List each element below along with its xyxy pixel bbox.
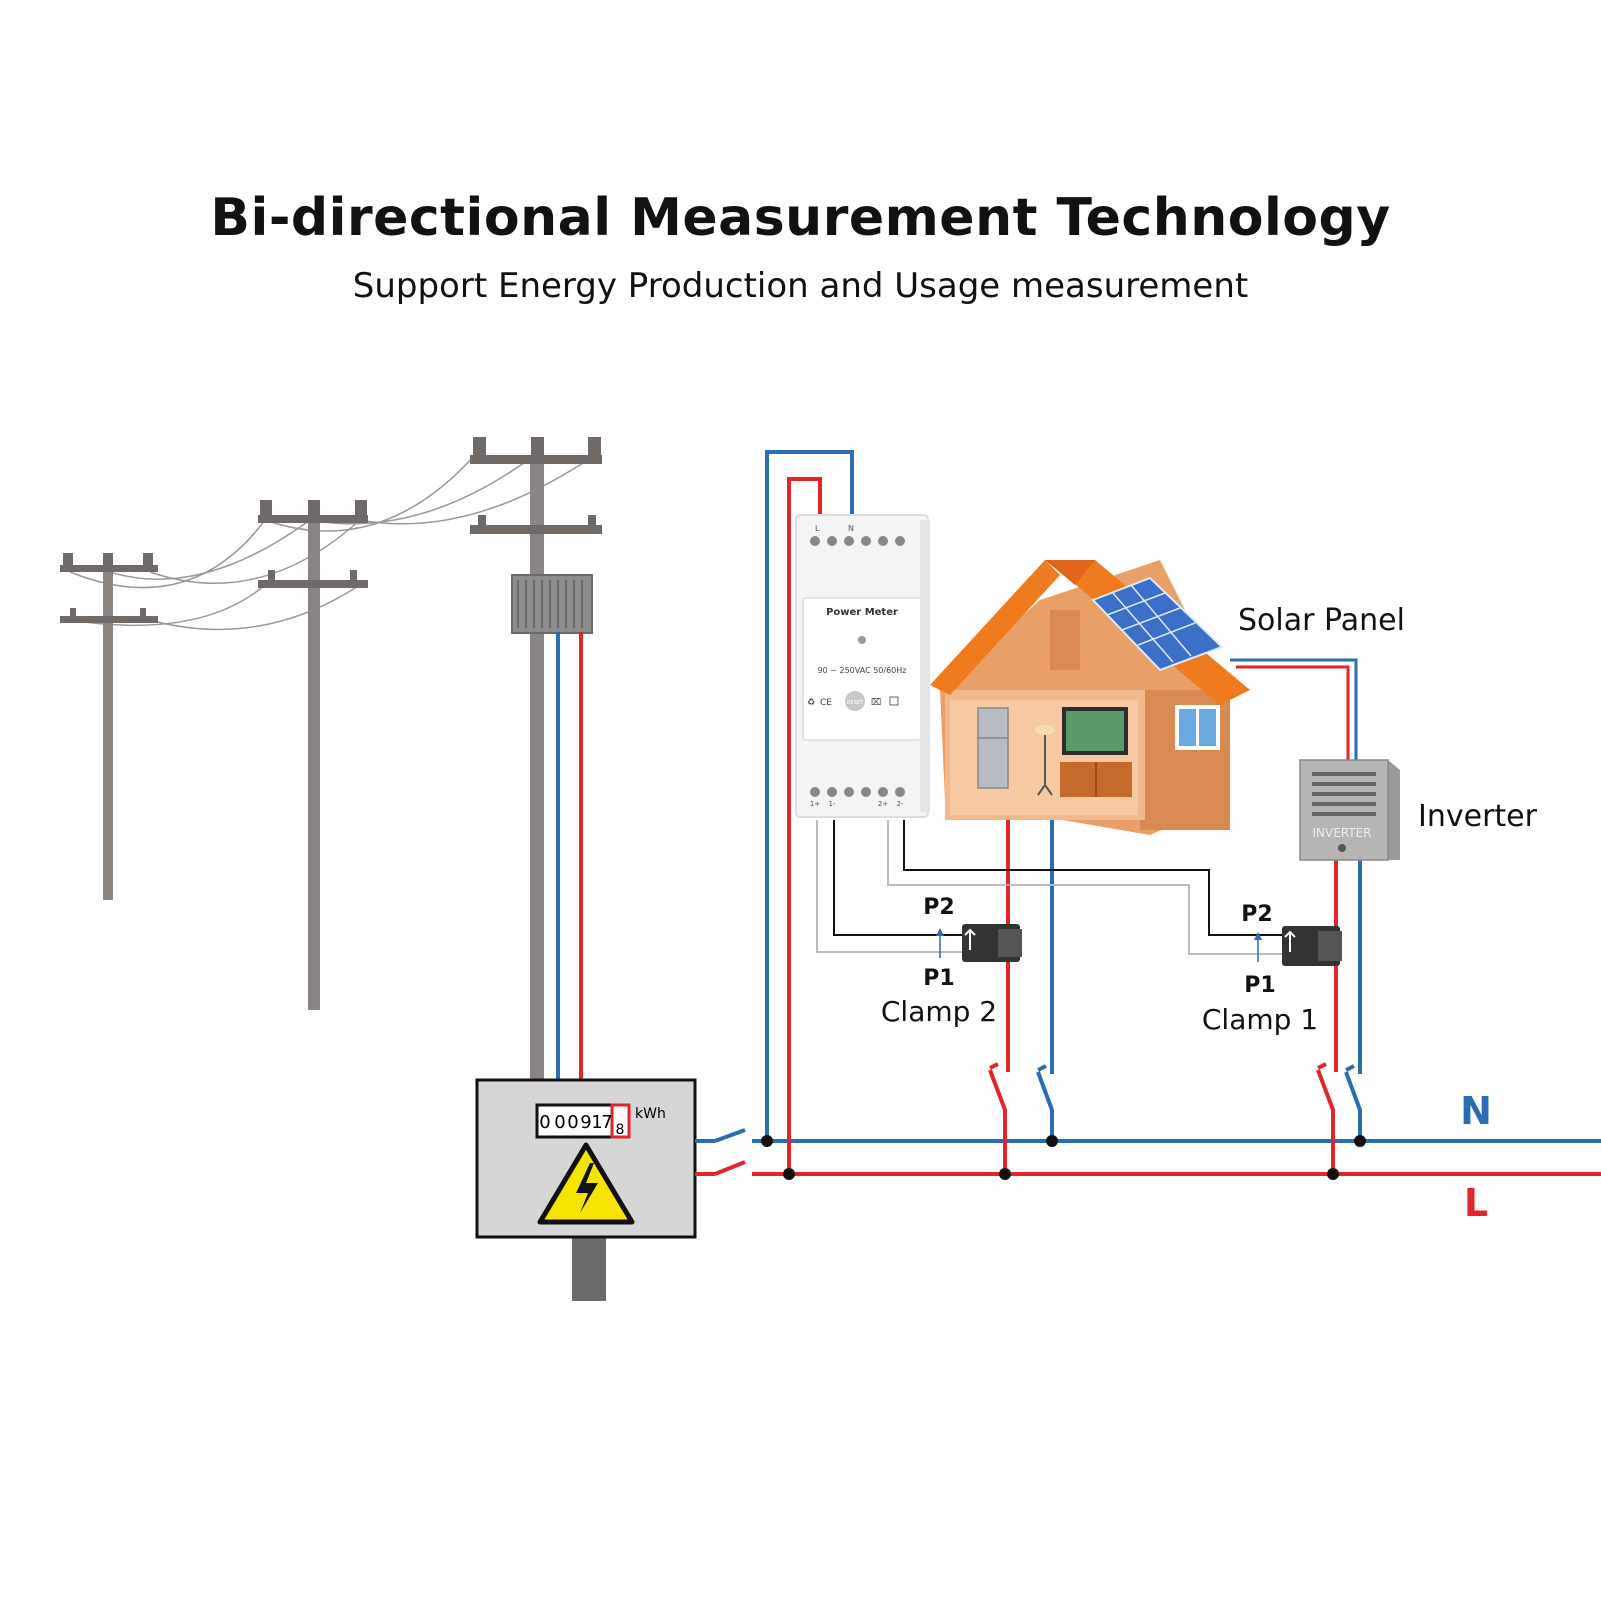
meter-device-rating: 90 ~ 250VAC 50/60Hz bbox=[818, 666, 907, 675]
utility-poles bbox=[60, 437, 602, 1080]
inverter-icon: INVERTER bbox=[1299, 759, 1400, 861]
weee-bin-icon: ⌧ bbox=[871, 698, 881, 708]
meter-digit-4: 9 bbox=[580, 1112, 591, 1133]
house-icon bbox=[930, 560, 1250, 835]
terminal-1minus-label: 1- bbox=[829, 800, 836, 808]
reset-button[interactable] bbox=[845, 691, 865, 711]
meter-digit-1: 0 bbox=[539, 1112, 550, 1133]
status-led-icon bbox=[858, 636, 866, 644]
meter-device-label: Power Meter bbox=[826, 607, 898, 618]
pole-medium bbox=[258, 500, 368, 1010]
terminal-n-label: N bbox=[848, 524, 854, 533]
transformer-icon bbox=[511, 574, 593, 634]
neutral-label: N bbox=[1460, 1089, 1492, 1133]
terminal-l-label: L bbox=[815, 524, 820, 533]
terminal-2minus-label: 2- bbox=[897, 800, 904, 808]
tv-icon bbox=[1060, 707, 1132, 797]
meter-digit-5: 1 bbox=[591, 1112, 602, 1133]
meter-digit-3: 0 bbox=[567, 1112, 578, 1133]
clamp-1-icon bbox=[1254, 926, 1342, 966]
clamp1-label: Clamp 1 bbox=[1202, 1003, 1318, 1036]
clamp1-p2-label: P2 bbox=[1241, 902, 1272, 927]
meter-digit-2: 0 bbox=[554, 1112, 565, 1133]
pole-small bbox=[60, 553, 158, 900]
clamp-2-icon bbox=[936, 924, 1022, 962]
meter-digit-last: 8 bbox=[616, 1122, 625, 1138]
meter-unit: kWh bbox=[635, 1106, 666, 1122]
solar-panel-label: Solar Panel bbox=[1238, 603, 1405, 638]
clamp2-p1-label: P1 bbox=[923, 966, 954, 991]
clamp2-label: Clamp 2 bbox=[881, 995, 997, 1028]
top-terminal-screws bbox=[810, 536, 905, 546]
utility-meter-box: 0 0 0 9 1 7 8 kWh bbox=[475, 1078, 697, 1301]
high-voltage-warning-icon bbox=[537, 1142, 635, 1225]
clamp-signal-wires bbox=[816, 820, 1284, 955]
bottom-terminal-screws bbox=[810, 787, 905, 797]
live-label: L bbox=[1464, 1181, 1488, 1225]
fridge-icon bbox=[977, 707, 1009, 789]
reset-button-label: RESET bbox=[847, 700, 864, 706]
terminal-1plus-label: 1+ bbox=[810, 800, 820, 808]
lamp-icon bbox=[1035, 725, 1055, 796]
kwh-counter: 0 0 0 9 1 7 8 kWh bbox=[535, 1103, 666, 1139]
pole-transformer bbox=[470, 437, 602, 1080]
inverter-label: Inverter bbox=[1418, 799, 1538, 834]
power-meter-device: L N Power Meter 90 ~ 250VAC 50/60Hz CE ♻… bbox=[795, 514, 930, 818]
page-subtitle: Support Energy Production and Usage meas… bbox=[352, 266, 1249, 306]
clamp1-p1-label: P1 bbox=[1244, 973, 1275, 998]
meter-digit-6: 7 bbox=[601, 1112, 612, 1133]
recycle-icon: ♻ bbox=[807, 698, 815, 708]
clamp2-p2-label: P2 bbox=[923, 895, 954, 920]
solar-panel-icon bbox=[1091, 576, 1224, 672]
terminal-2plus-label: 2+ bbox=[878, 800, 888, 808]
double-insulation-icon bbox=[889, 696, 899, 706]
inverter-plate-label: INVERTER bbox=[1312, 826, 1371, 840]
page-title: Bi-directional Measurement Technology bbox=[210, 188, 1391, 248]
ce-mark: CE bbox=[820, 698, 832, 708]
